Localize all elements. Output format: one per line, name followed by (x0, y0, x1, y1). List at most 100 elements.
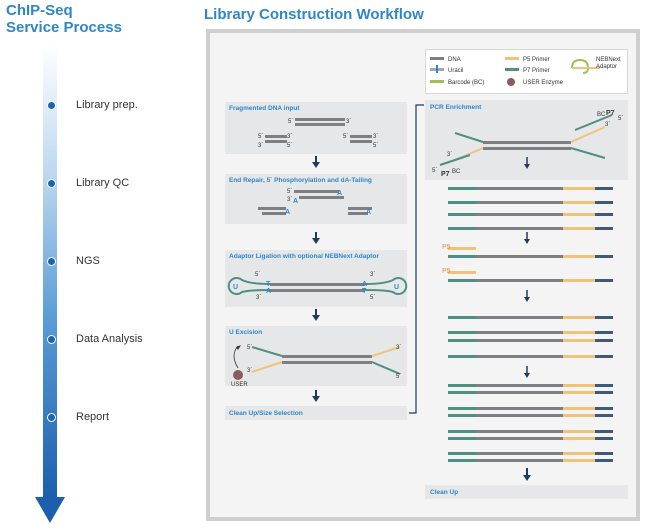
service-process-title: ChIP-Seq Service Process (6, 2, 122, 36)
process-step-label-library-qc: Library QC (76, 177, 130, 189)
library-fragment (448, 279, 598, 282)
legend-adaptor-line1: NEBNext (596, 57, 621, 63)
dna-strand (270, 283, 365, 286)
label-3prime: 3´ (396, 345, 401, 351)
ligation-labels: T A A T U U 5´ 3´ 3´ 5´ (233, 272, 399, 301)
p5-segment (563, 227, 595, 230)
process-step-label-report: Report (76, 411, 110, 423)
label-5prime: 5´ (373, 143, 378, 149)
p5-arm (570, 126, 606, 143)
dna-strand (295, 118, 345, 121)
p7-segment (448, 391, 476, 394)
p7-segment (448, 339, 476, 342)
p7-segment (448, 430, 476, 433)
label-bc: BC (597, 112, 606, 118)
library-fragment (448, 414, 598, 417)
label-3prime: 3´ (256, 295, 261, 301)
down-arrow (312, 309, 320, 321)
library-fragment (448, 391, 598, 394)
down-arrow (524, 366, 530, 378)
legend-box (425, 49, 628, 94)
p5-segment (563, 255, 595, 258)
user-enzyme-icon (233, 345, 243, 380)
step-title-pcr: PCR Enrichment (430, 104, 482, 111)
legend-uracil: Uracil (448, 68, 463, 74)
dna-strand (258, 207, 286, 210)
library-fragment (448, 331, 598, 334)
dna-strand (270, 289, 365, 292)
step-box-fragmented (225, 102, 407, 154)
legend-adaptor-line2: Adaptor (596, 64, 617, 70)
label-3prime: 3´ (605, 122, 610, 128)
p5-segment (563, 355, 595, 358)
label-5prime: 5´ (370, 295, 375, 301)
library-fragment (448, 384, 598, 387)
label-u: U (233, 284, 238, 291)
dna-strand (265, 135, 287, 138)
process-step-label-data-analysis: Data Analysis (76, 333, 143, 345)
down-arrow (524, 157, 530, 169)
label-u: U (394, 284, 399, 291)
label-5prime: 5´ (247, 345, 252, 351)
barcode-segment (595, 316, 613, 319)
p5-segment (563, 384, 595, 387)
p7-segment (448, 459, 476, 462)
barcode-segment (595, 255, 613, 258)
label-p7: P7 (441, 171, 450, 178)
user-enzyme-label: USER (231, 382, 248, 388)
p7-arm (570, 147, 606, 159)
dna-strand (294, 190, 339, 193)
label-3prime: 3´ (287, 197, 292, 203)
label-5prime: 5´ (255, 272, 260, 278)
barcode-segment (595, 331, 613, 334)
label-3prime: 3´ (373, 134, 378, 140)
p7-segment (448, 437, 476, 440)
label-a: A (362, 281, 367, 288)
barcode-segment (595, 459, 613, 462)
barcode-segment (595, 339, 613, 342)
label-t: T (266, 281, 271, 288)
p7-segment (448, 201, 476, 204)
dna-strand (350, 135, 372, 138)
end-repair-labels: 5´ 3´ A A A A (285, 189, 371, 216)
p5-segment (563, 437, 595, 440)
barcode-segment (595, 279, 613, 282)
label-5prime: 5´ (618, 116, 623, 122)
legend-p7: P7 Primer (523, 68, 550, 74)
legend-user: USER Enzyme (523, 80, 564, 86)
label-3prime: 3´ (247, 368, 252, 374)
adaptor-loop (364, 277, 408, 295)
label-3prime: 3´ (346, 119, 351, 125)
library-fragment (448, 355, 598, 358)
step-title-cleanup-size: Clean Up/Size Selection (229, 410, 303, 417)
label-5prime: 5´ (287, 143, 292, 149)
p5-segment (563, 201, 595, 204)
adaptor-loop (227, 277, 271, 295)
p7-segment (448, 452, 476, 455)
p7-segment (448, 331, 476, 334)
barcode-segment (595, 430, 613, 433)
p7-segment (448, 213, 476, 216)
dna-strand (350, 140, 372, 143)
p7-primer (439, 154, 471, 166)
barcode-segment (595, 355, 613, 358)
p7-arm (371, 361, 401, 375)
label-3prime: 3´ (258, 143, 263, 149)
barcode-segment (595, 227, 613, 230)
p7-segment (448, 187, 476, 190)
process-step-library-prep (43, 97, 61, 115)
service-process-title-line1: ChIP-Seq (6, 2, 73, 19)
library-fragment (448, 437, 598, 440)
library-fragment (448, 459, 598, 462)
dna-strand (348, 212, 368, 215)
library-fragment (448, 407, 598, 410)
barcode-segment (595, 414, 613, 417)
step-box-cleanup (425, 485, 628, 499)
label-a: A (293, 198, 298, 205)
excision-labels: 5´ 3´ 3´ 5´ USER (231, 345, 401, 388)
library-fragment (448, 213, 598, 216)
library-fragment (448, 316, 598, 319)
bracket-connector (409, 104, 424, 414)
barcode-segment (595, 391, 613, 394)
